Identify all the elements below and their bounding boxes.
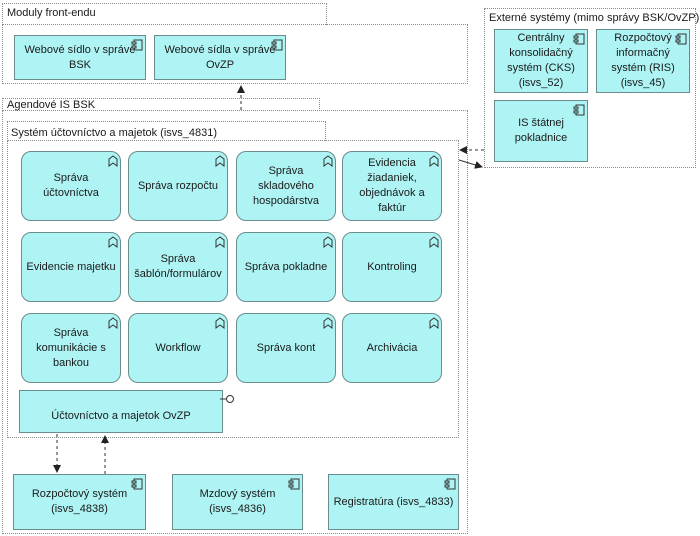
agenda-system-registratura[interactable]: Registratúra (isvs_4833) (328, 474, 459, 530)
external-system-cks-label: Centrálny konsolidačný systém (CKS) (isv… (507, 32, 575, 89)
function-box[interactable]: Evidencie majetku (21, 232, 121, 302)
external-group-label: Externé systémy (mimo správy BSK/OvZP) (489, 12, 700, 24)
agenda-system-mzdovy[interactable]: Mzdový systém (isvs_4836) (172, 474, 303, 530)
agenda-system-registratura-label: Registratúra (isvs_4833) (333, 495, 454, 508)
function-label: Správa rozpočtu (137, 179, 219, 192)
frontend-module-bsk[interactable]: Webové sídlo v správe BSK (14, 35, 146, 80)
function-icon (215, 155, 225, 167)
component-icon (573, 33, 585, 45)
frontend-module-ovzp-label: Webové sídla v správe OvZP (164, 43, 276, 71)
connector-accounting-to-external (458, 159, 483, 169)
accounting-group-label: Systém účtovníctvo a majetok (isvs_4831) (11, 127, 218, 139)
function-box[interactable]: Správa šablón/formulárov (128, 232, 228, 302)
agenda-system-rozpoctovy[interactable]: Rozpočtový systém (isvs_4838) (13, 474, 146, 530)
external-group (484, 8, 696, 168)
function-icon (429, 155, 439, 167)
function-label: Správa pokladne (244, 260, 328, 273)
function-box[interactable]: Správa účtovníctva (21, 151, 121, 221)
function-label: Správa komunikácie s bankou (36, 326, 106, 369)
component-icon (131, 478, 143, 490)
frontend-module-bsk-label: Webové sídlo v správe BSK (24, 43, 136, 71)
function-icon (323, 155, 333, 167)
function-box[interactable]: Správa rozpočtu (128, 151, 228, 221)
function-icon (323, 236, 333, 248)
function-label: Workflow (155, 341, 201, 354)
function-box[interactable]: Kontroling (342, 232, 442, 302)
accounting-group (7, 140, 459, 438)
component-icon (675, 33, 687, 45)
agenda-system-rozpoctovy-label: Rozpočtový systém (isvs_4838) (31, 488, 128, 515)
function-label: Evidencie majetku (26, 260, 116, 273)
agenda-group (2, 110, 468, 534)
function-box[interactable]: Evidencia žiadaniek, objednávok a faktúr (342, 151, 442, 221)
service-uctovnictvo-label: Účtovníctvo a majetok OvZP (51, 410, 191, 422)
function-icon (429, 236, 439, 248)
function-icon (215, 236, 225, 248)
agenda-system-mzdovy-label: Mzdový systém (isvs_4836) (199, 488, 276, 515)
function-box[interactable]: Správa kont (236, 313, 336, 383)
component-icon (131, 39, 143, 51)
frontend-group-label: Moduly front-endu (7, 7, 96, 19)
interface-icon (220, 395, 234, 403)
function-box[interactable]: Archivácia (342, 313, 442, 383)
function-label: Správa skladového hospodárstva (252, 164, 320, 207)
frontend-group-tab (2, 3, 327, 25)
function-box[interactable]: Workflow (128, 313, 228, 383)
frontend-group (2, 24, 468, 84)
function-icon (323, 317, 333, 329)
function-icon (108, 317, 118, 329)
function-label: Správa účtovníctva (43, 172, 99, 199)
function-label: Správa šablón/formulárov (134, 253, 222, 280)
accounting-group-tab (7, 121, 326, 141)
function-icon (429, 317, 439, 329)
external-system-ris[interactable]: Rozpočtový informačný systém (RIS) (isvs… (596, 29, 690, 93)
component-icon (288, 478, 300, 490)
component-icon (444, 478, 456, 490)
function-box[interactable]: Správa komunikácie s bankou (21, 313, 121, 383)
function-box[interactable]: Správa pokladne (236, 232, 336, 302)
function-icon (108, 155, 118, 167)
function-label: Archivácia (366, 341, 418, 354)
function-icon (108, 236, 118, 248)
component-icon (573, 104, 585, 116)
function-label: Správa kont (256, 341, 316, 354)
frontend-module-ovzp[interactable]: Webové sídla v správe OvZP (154, 35, 286, 80)
external-system-pokladnica[interactable]: IS štátnej pokladnice (494, 100, 588, 162)
function-label: Kontroling (367, 260, 417, 273)
function-icon (215, 317, 225, 329)
external-system-cks[interactable]: Centrálny konsolidačný systém (CKS) (isv… (494, 29, 588, 93)
function-box[interactable]: Správa skladového hospodárstva (236, 151, 336, 221)
external-system-pokladnica-label: IS štátnej pokladnice (514, 117, 568, 144)
service-uctovnictvo[interactable]: Účtovníctvo a majetok OvZP (19, 390, 234, 433)
external-system-ris-label: Rozpočtový informačný systém (RIS) (isvs… (611, 32, 675, 89)
function-label: Evidencia žiadaniek, objednávok a faktúr (359, 157, 425, 214)
component-icon (271, 39, 283, 51)
agenda-group-label: Agendové IS BSK (7, 99, 96, 111)
